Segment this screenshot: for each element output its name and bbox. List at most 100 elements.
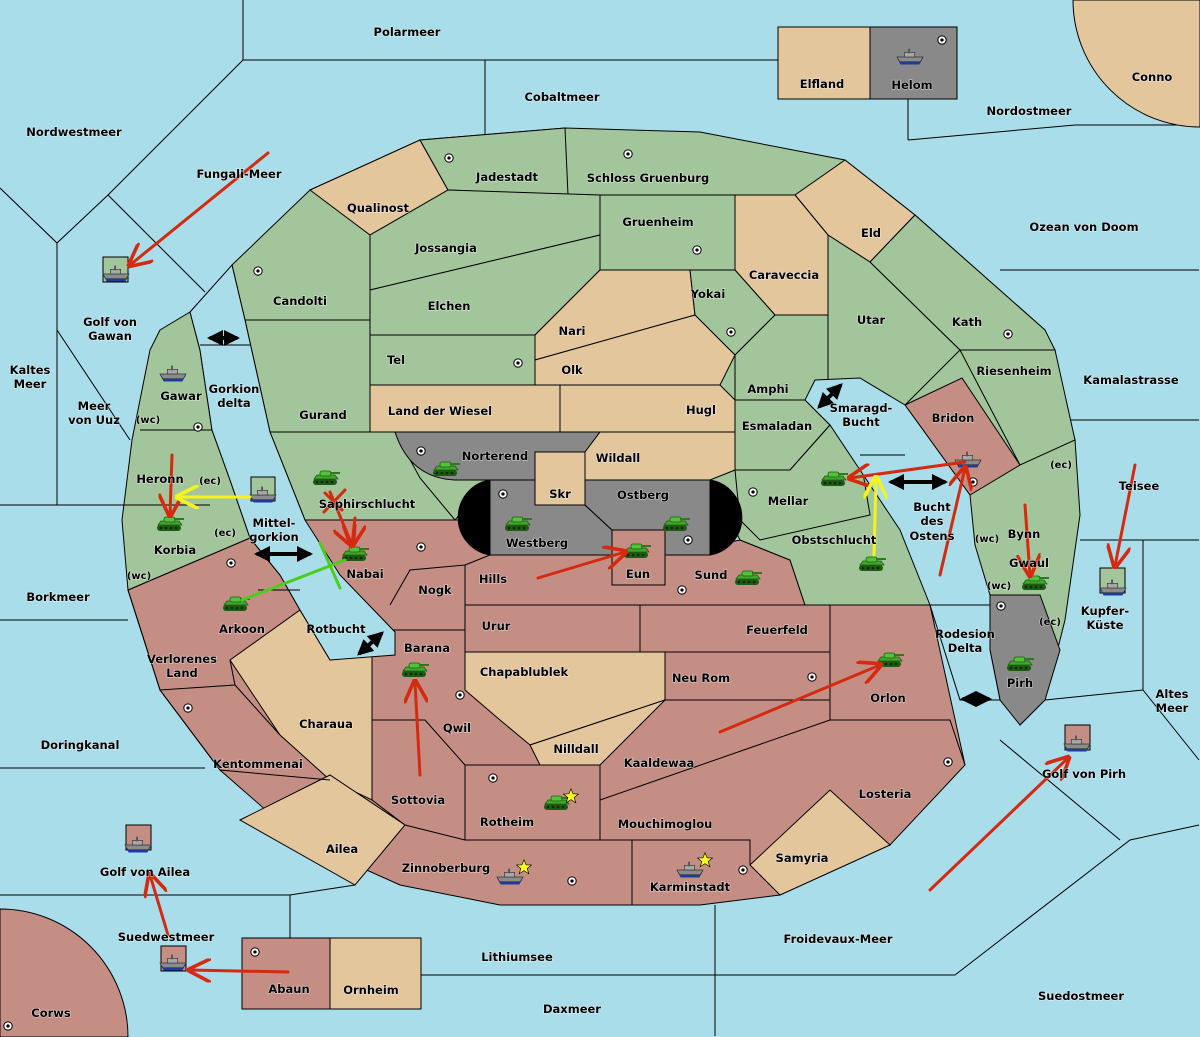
move-arrow [352, 516, 355, 545]
region-label: gorkion [249, 530, 298, 544]
region-label: Bridon [932, 411, 975, 425]
support-arrow [874, 478, 876, 557]
region-label: Nilldall [553, 742, 598, 756]
move-arrow [190, 970, 290, 972]
region-label: Nabai [346, 567, 383, 581]
region-label: Urur [482, 619, 511, 633]
move-arrow [718, 665, 880, 734]
region-label: Pirh [1007, 676, 1033, 690]
region-label: Mittel- [253, 516, 296, 530]
region-label: Korbia [154, 543, 196, 557]
region-label: Conno [1132, 70, 1173, 84]
region-label: Corws [31, 1006, 71, 1020]
region-label: Esmaladan [742, 419, 812, 433]
region-label: Rotheim [480, 815, 534, 829]
region-label: Polarmeer [374, 25, 441, 39]
region-label: Gorkion [209, 382, 260, 396]
region-label: Sottovia [391, 793, 445, 807]
region-label: Bucht [913, 500, 951, 514]
move-arrow [170, 453, 172, 515]
failed-order-x-icon [322, 488, 347, 514]
move-arrow [1025, 503, 1030, 575]
supply-center-icon [677, 585, 687, 595]
region-label: Elfland [800, 77, 845, 91]
supply-center-icon [226, 558, 236, 568]
region-label: Rotbucht [306, 622, 366, 636]
region-label: Fungali-Meer [196, 167, 281, 181]
region-label: Meer [14, 377, 47, 391]
region-conno[interactable] [1072, 0, 1200, 128]
region-label: Caraveccia [749, 268, 819, 282]
supply-center-icon [513, 358, 523, 368]
region-label: (wc) [975, 534, 999, 545]
region-ornheim[interactable] [329, 937, 422, 1010]
region-label: Lithiumsee [481, 950, 553, 964]
region-label: Altes [1156, 687, 1189, 701]
region-label: Skr [549, 487, 571, 501]
region-label: Nordostmeer [987, 104, 1072, 118]
supply-center-icon [250, 947, 260, 957]
region-label: Kentommenai [213, 757, 303, 771]
region-label: Gawan [88, 329, 132, 343]
region-label: Kupfer- [1081, 604, 1130, 618]
region-label: Helom [891, 78, 932, 92]
supply-center-icon [937, 35, 947, 45]
region-label: Gruenheim [622, 215, 693, 229]
region-label: Elchen [428, 299, 471, 313]
region-label: Sund [695, 568, 728, 582]
region-label: Verlorenes [147, 652, 217, 666]
supply-center-icon [488, 773, 498, 783]
region-label: Yokai [690, 287, 726, 301]
move-arrow [130, 151, 270, 265]
region-label: Ornheim [343, 983, 399, 997]
region-label: delta [217, 396, 250, 410]
supply-center-icon [1003, 329, 1013, 339]
supply-center-icon [183, 703, 193, 713]
region-label: Cobaltmeer [524, 90, 599, 104]
region-label: Kath [952, 315, 982, 329]
region-label: Doringkanal [41, 738, 120, 752]
supply-center-icon [738, 865, 748, 875]
region-label: Orlon [870, 691, 905, 705]
region-label: Kaaldewaa [624, 756, 695, 770]
region-label: Norterend [462, 449, 528, 463]
supply-center-icon [726, 327, 736, 337]
region-label: Feuerfeld [746, 623, 808, 637]
region-label: Gurand [299, 408, 346, 422]
region-label: Eun [626, 567, 650, 581]
region-label: Ostberg [617, 488, 669, 502]
region-label: (ec) [1050, 460, 1072, 471]
region-label: Froidevaux-Meer [783, 932, 892, 946]
supply-center-icon [416, 446, 426, 456]
supply-center-icon [623, 149, 633, 159]
region-label: Ailea [326, 842, 358, 856]
region-label: Meer [78, 399, 111, 413]
region-label: (wc) [987, 581, 1011, 592]
region-label: Hugl [686, 403, 716, 417]
region-label: Kamalastrasse [1083, 373, 1179, 387]
move-arrow [150, 875, 170, 937]
region-label: Mouchimoglou [618, 817, 713, 831]
supply-center-icon [692, 245, 702, 255]
supply-center-icon [455, 690, 465, 700]
region-label: Nari [559, 324, 586, 338]
region-elfland[interactable] [777, 26, 871, 100]
region-label: Teisee [1119, 479, 1160, 493]
region-label: Utar [857, 313, 886, 327]
region-label: Bynn [1008, 527, 1041, 541]
region-label: Samyria [776, 851, 829, 865]
supply-center-icon [193, 422, 203, 432]
region-label: Borkmeer [26, 590, 90, 604]
supply-center-icon [943, 757, 953, 767]
connection-arrow [817, 383, 843, 409]
region-label: Golf von Pirh [1042, 767, 1126, 781]
region-label: Land [166, 666, 198, 680]
region-label: Tel [387, 353, 405, 367]
region-label: Mellar [768, 494, 809, 508]
region-label: Küste [1086, 618, 1123, 632]
region-label: Smaragd- [830, 401, 893, 415]
region-corws[interactable] [0, 908, 129, 1037]
